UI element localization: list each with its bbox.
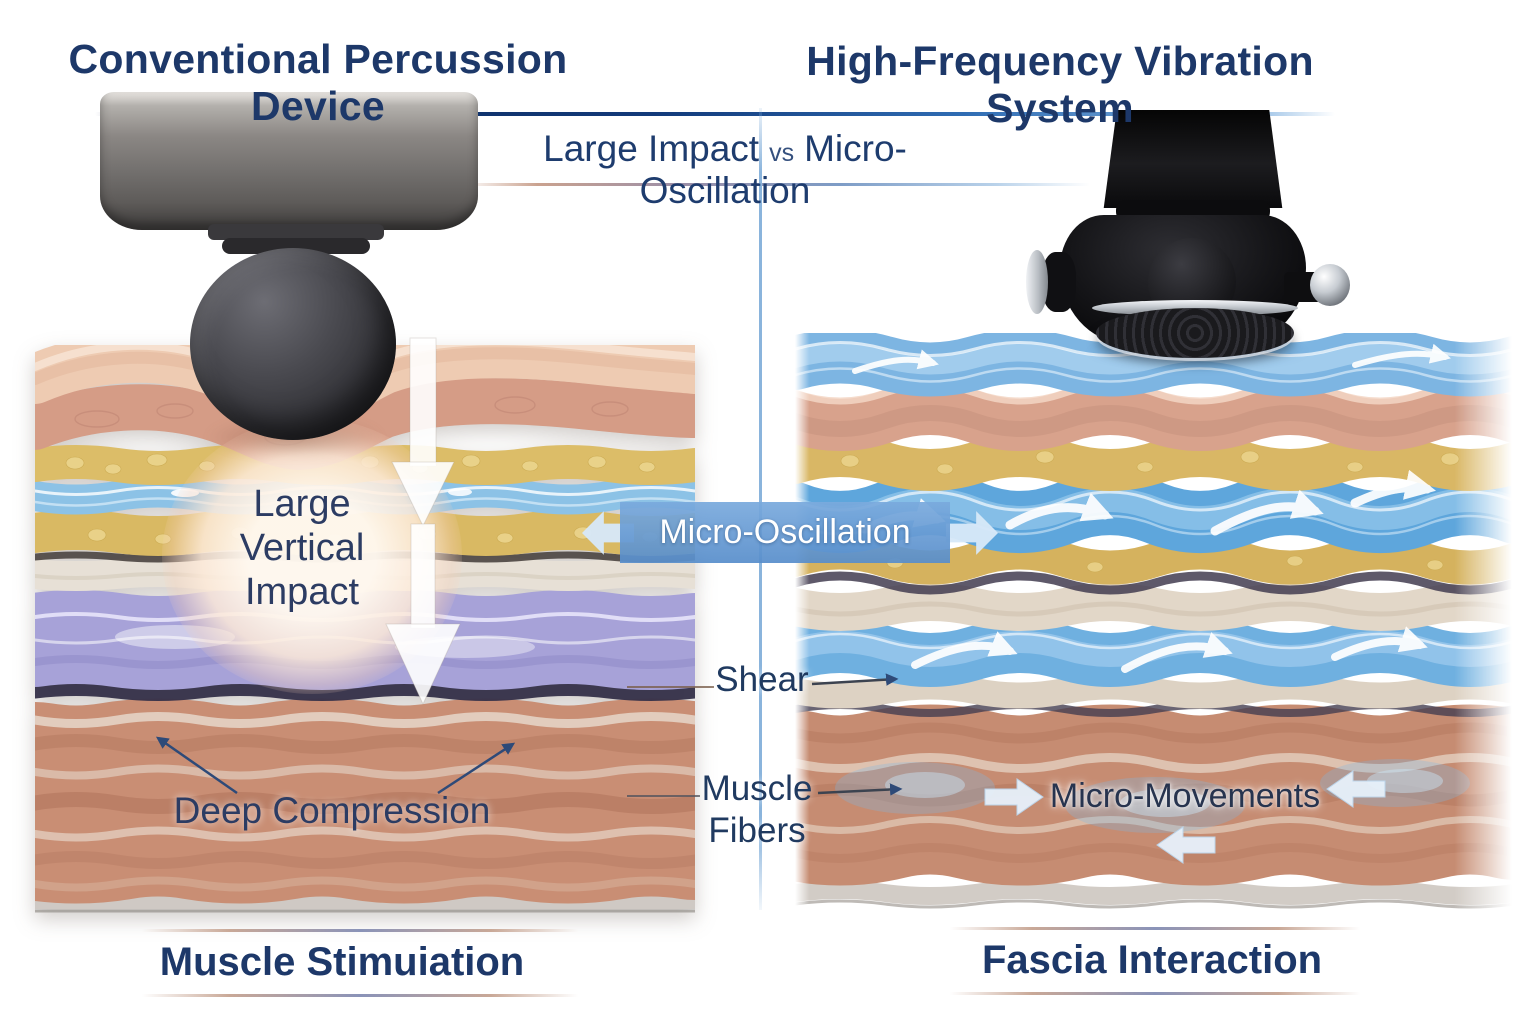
muscle-gap-layer <box>35 683 695 701</box>
left-caption-rule-bottom <box>142 994 578 997</box>
left-caption-rule-top <box>142 929 578 932</box>
fascia-texture <box>795 601 1512 617</box>
percussion-ball-head <box>190 248 396 440</box>
right-tissue-block <box>795 333 1512 909</box>
header-divider-line <box>95 112 1335 116</box>
fat-upper-layer <box>795 435 1512 491</box>
subtitle-vs: vs <box>769 139 795 167</box>
muscle-layer <box>795 704 1512 886</box>
vibration-knob-right <box>1310 264 1350 306</box>
micro-movement-arrow-left-icon <box>1326 770 1386 808</box>
subtitle-right-term: Micro-Oscillation <box>639 128 907 211</box>
fascia-lower-layer <box>795 673 1512 709</box>
left-panel-title: Conventional Percussion Device <box>68 36 568 129</box>
muscle-fascia-streaks <box>795 722 1512 863</box>
right-caption-rule-top <box>950 927 1360 930</box>
muscle-fibers-label: Muscle Fibers <box>701 769 813 850</box>
skin-layer <box>795 383 1512 451</box>
fat-fascia-gap <box>795 571 1512 595</box>
left-panel-caption: Muscle Stimuiation <box>159 940 525 984</box>
block-bottom-edge <box>795 881 1512 905</box>
muscle-blue-glows <box>835 759 1470 833</box>
shear-label: Shear <box>715 660 809 699</box>
right-caption-rule-bottom <box>950 992 1360 995</box>
fat-lower-layer <box>795 535 1512 585</box>
vibration-device-base-plate <box>1096 308 1294 358</box>
muscle-fascia-streaks <box>35 712 695 892</box>
vibration-knob-left <box>1026 250 1048 314</box>
micro-oscillation-banner: Micro-Oscillation <box>620 502 950 563</box>
micro-movement-arrows <box>984 770 1386 864</box>
vibration-device-shaft <box>1103 110 1283 208</box>
deep-compression-label: Deep Compression <box>173 790 491 831</box>
block-bottom-shadow <box>795 899 1512 909</box>
percussion-device-body <box>100 92 478 230</box>
subtitle-underline <box>462 183 1090 186</box>
micro-movements-label: Micro-Movements <box>1049 777 1321 815</box>
micro-movement-arrow-left-lower-icon <box>1156 826 1216 864</box>
percussion-device-neck <box>208 224 384 240</box>
skin-texture <box>795 405 1512 437</box>
right-panel-caption: Fascia Interaction <box>981 938 1323 982</box>
right-panel-title: High-Frequency Vibration System <box>806 38 1314 131</box>
subtitle-left-term: Large Impact <box>543 128 760 169</box>
fat-globules <box>840 450 1460 573</box>
percussion-device-neck-lower <box>222 238 370 254</box>
large-vertical-impact-label: Large Vertical Impact <box>239 483 365 613</box>
micro-movement-arrow-right-icon <box>984 778 1044 816</box>
